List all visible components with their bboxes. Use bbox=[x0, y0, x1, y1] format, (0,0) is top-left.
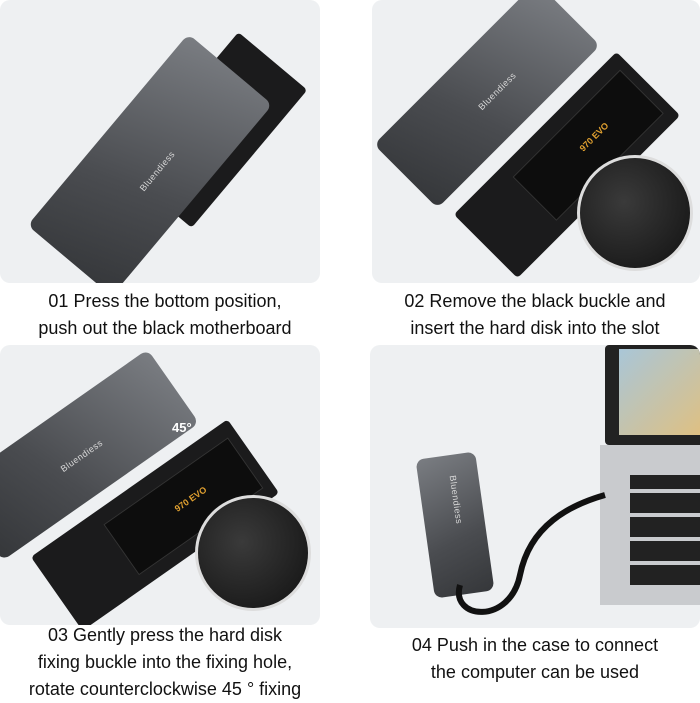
step-4-caption: 04 Push in the case to connect the compu… bbox=[370, 632, 700, 686]
step-2-caption: 02 Remove the black buckle and insert th… bbox=[370, 288, 700, 342]
caption-line: fixing buckle into the fixing hole, bbox=[37, 652, 293, 672]
ssd-label: 970 EVO bbox=[577, 120, 611, 154]
laptop-keyboard bbox=[600, 445, 700, 605]
caption-line: insert the hard disk into the slot bbox=[410, 318, 660, 338]
brand-logo: Bluendiess bbox=[58, 437, 105, 474]
step-2-image: Bluendiess 970 EVO bbox=[372, 0, 700, 283]
caption-line: the computer can be used bbox=[430, 662, 640, 682]
caption-line: push out the black motherboard bbox=[38, 318, 292, 338]
step-3-caption: 03 Gently press the hard disk fixing buc… bbox=[0, 622, 330, 703]
angle-label: 45° bbox=[172, 420, 192, 435]
step-1-caption: 01 Press the bottom position, push out t… bbox=[0, 288, 330, 342]
detail-zoom bbox=[195, 495, 311, 611]
usb-cable bbox=[455, 492, 606, 615]
caption-line: 01 Press the bottom position, bbox=[48, 291, 282, 311]
step-1-image: Bluendiess bbox=[0, 0, 320, 283]
step-3-image: Bluendiess 970 EVO 45° bbox=[0, 345, 320, 625]
brand-logo: Bluendiess bbox=[476, 70, 519, 112]
ssd-label: 970 EVO bbox=[172, 484, 209, 514]
laptop-screen bbox=[605, 345, 700, 445]
caption-line: 03 Gently press the hard disk bbox=[47, 625, 283, 645]
step-4-image: Bluendiess bbox=[370, 345, 700, 628]
detail-zoom bbox=[577, 155, 693, 271]
caption-line: rotate counterclockwise 45 ° fixing bbox=[28, 679, 302, 699]
brand-logo: Bluendiess bbox=[137, 149, 177, 194]
caption-line: 04 Push in the case to connect bbox=[411, 635, 659, 655]
caption-line: 02 Remove the black buckle and bbox=[404, 291, 666, 311]
